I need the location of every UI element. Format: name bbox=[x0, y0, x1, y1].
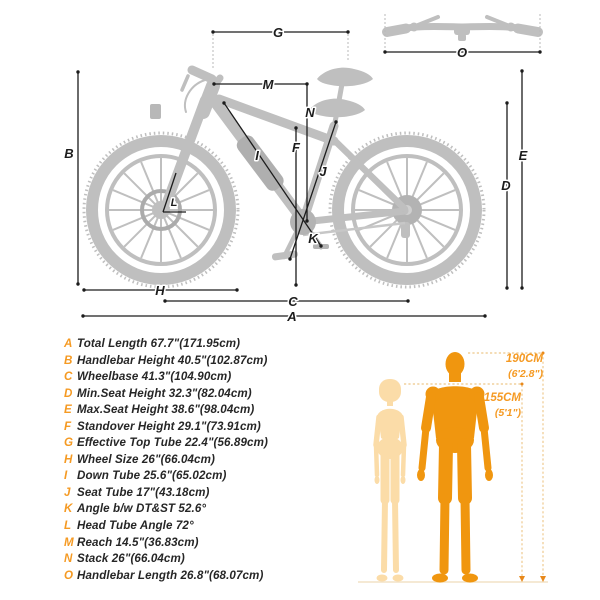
dimension-letters: G O M N F I J K B D E H C A L bbox=[63, 24, 529, 326]
marker-A: A bbox=[286, 309, 296, 324]
front-wheel bbox=[82, 131, 240, 289]
spec-letter: C bbox=[64, 370, 73, 384]
spec-letter: L bbox=[64, 519, 72, 533]
brake-cable bbox=[184, 79, 206, 113]
spec-row: B Handlebar Height 40.5"(102.87cm) bbox=[62, 354, 352, 371]
spec-text: Head Tube Angle 72° bbox=[77, 519, 194, 533]
spec-letter: G bbox=[64, 436, 74, 450]
spec-text: Handlebar Height 40.5"(102.87cm) bbox=[77, 353, 268, 367]
chainstay bbox=[299, 207, 409, 226]
spec-row: E Max.Seat Height 38.6"(98.04cm) bbox=[62, 403, 352, 420]
spec-letter: K bbox=[64, 502, 73, 516]
brake-lever bbox=[180, 74, 190, 92]
spec-letter: H bbox=[64, 452, 73, 466]
spec-row: J Seat Tube 17"(43.18cm) bbox=[62, 486, 352, 503]
spec-row: D Min.Seat Height 32.3"(82.04cm) bbox=[62, 387, 352, 404]
front-brake-disc bbox=[140, 189, 182, 231]
head-tube bbox=[196, 79, 220, 119]
frame bbox=[161, 65, 409, 260]
spec-row: N Stack 26"(66.04cm) bbox=[62, 552, 352, 569]
spec-text: Angle b/w DT&ST 52.6° bbox=[77, 502, 207, 516]
spec-letter: A bbox=[64, 337, 73, 350]
marker-E: E bbox=[519, 148, 528, 163]
fork bbox=[161, 95, 210, 210]
seatstay bbox=[329, 135, 409, 213]
handlebar-grip bbox=[187, 65, 217, 84]
spec-text: Wheel Size 26"(66.04cm) bbox=[77, 452, 215, 466]
height-labels: 190CM (6'2.8") 155CM (5'1") bbox=[484, 353, 544, 419]
marker-K: K bbox=[308, 231, 319, 246]
spec-text: Effective Top Tube 22.4"(56.89cm) bbox=[77, 436, 268, 450]
spec-row: I Down Tube 25.6"(65.02cm) bbox=[62, 469, 352, 486]
marker-F: F bbox=[292, 140, 301, 155]
marker-N: N bbox=[305, 105, 315, 120]
spec-letter: O bbox=[64, 568, 74, 582]
saddle-max-position bbox=[317, 67, 373, 87]
marker-O: O bbox=[457, 45, 467, 60]
rider-height-panel: 190CM (6'2.8") 155CM (5'1") bbox=[358, 351, 548, 583]
spec-text: Max.Seat Height 38.6"(98.04cm) bbox=[77, 403, 255, 417]
dim-I bbox=[223, 102, 322, 247]
spec-list: A Total Length 67.7"(171.95cm) B Handlebar… bbox=[62, 337, 352, 585]
bike-geometry-diagram: G O M N F I J K B D E H C A L bbox=[63, 14, 543, 326]
battery-pack bbox=[236, 135, 284, 191]
spec-letter: E bbox=[64, 403, 72, 417]
marker-G: G bbox=[273, 25, 283, 40]
height-measure-lines bbox=[404, 351, 546, 582]
top-tube bbox=[214, 94, 339, 146]
spec-row: F Standover Height 29.1"(73.91cm) bbox=[62, 420, 352, 437]
arrow-down-icon bbox=[519, 576, 525, 582]
spec-text: Standover Height 29.1"(73.91cm) bbox=[77, 419, 261, 433]
spec-text: Seat Tube 17"(43.18cm) bbox=[77, 485, 210, 499]
spec-letter: N bbox=[64, 552, 73, 566]
spec-text: Wheelbase 41.3"(104.90cm) bbox=[77, 370, 232, 384]
arrow-down-icon bbox=[540, 576, 546, 582]
handlebar-top-view bbox=[382, 15, 543, 41]
spec-text: Handlebar Length 26.8"(68.07cm) bbox=[77, 568, 264, 582]
spec-letter: I bbox=[64, 469, 68, 483]
dimension-lines bbox=[76, 14, 542, 318]
marker-B: B bbox=[64, 146, 73, 161]
tall-height-cm: 190CM bbox=[506, 353, 543, 365]
marker-I: I bbox=[255, 148, 259, 163]
spec-text: Total Length 67.7"(171.95cm) bbox=[77, 337, 241, 350]
bike-silhouette bbox=[82, 65, 486, 289]
marker-H: H bbox=[155, 283, 165, 298]
spec-row: A Total Length 67.7"(171.95cm) bbox=[62, 337, 352, 354]
marker-J: J bbox=[319, 164, 327, 179]
marker-D: D bbox=[501, 178, 511, 193]
front-light bbox=[150, 104, 161, 119]
spec-text: Reach 14.5"(36.83cm) bbox=[77, 535, 199, 549]
female-silhouette bbox=[373, 379, 407, 582]
saddle-min-position bbox=[309, 98, 365, 118]
chain bbox=[302, 221, 406, 237]
spec-text: Min.Seat Height 32.3"(82.04cm) bbox=[77, 386, 252, 400]
marker-L: L bbox=[171, 197, 178, 209]
spec-text: Down Tube 25.6"(65.02cm) bbox=[77, 469, 227, 483]
dim-J bbox=[289, 121, 337, 260]
tall-height-imperial: (6'2.8") bbox=[508, 368, 543, 380]
spec-row: K Angle b/w DT&ST 52.6° bbox=[62, 502, 352, 519]
spec-text: Stack 26"(66.04cm) bbox=[77, 552, 185, 566]
short-height-imperial: (5'1") bbox=[495, 407, 522, 419]
spec-letter: J bbox=[64, 485, 71, 499]
marker-C: C bbox=[288, 294, 298, 309]
spec-letter: F bbox=[64, 419, 72, 433]
rear-derailleur bbox=[401, 222, 410, 238]
male-silhouette bbox=[417, 352, 493, 583]
spec-row: H Wheel Size 26"(66.04cm) bbox=[62, 453, 352, 470]
spec-row: L Head Tube Angle 72° bbox=[62, 519, 352, 536]
spec-row: C Wheelbase 41.3"(104.90cm) bbox=[62, 370, 352, 387]
short-height-cm: 155CM bbox=[484, 392, 521, 404]
marker-M: M bbox=[263, 77, 275, 92]
spec-letter: M bbox=[64, 535, 74, 549]
spec-letter: B bbox=[64, 353, 73, 367]
spec-letter: D bbox=[64, 386, 73, 400]
